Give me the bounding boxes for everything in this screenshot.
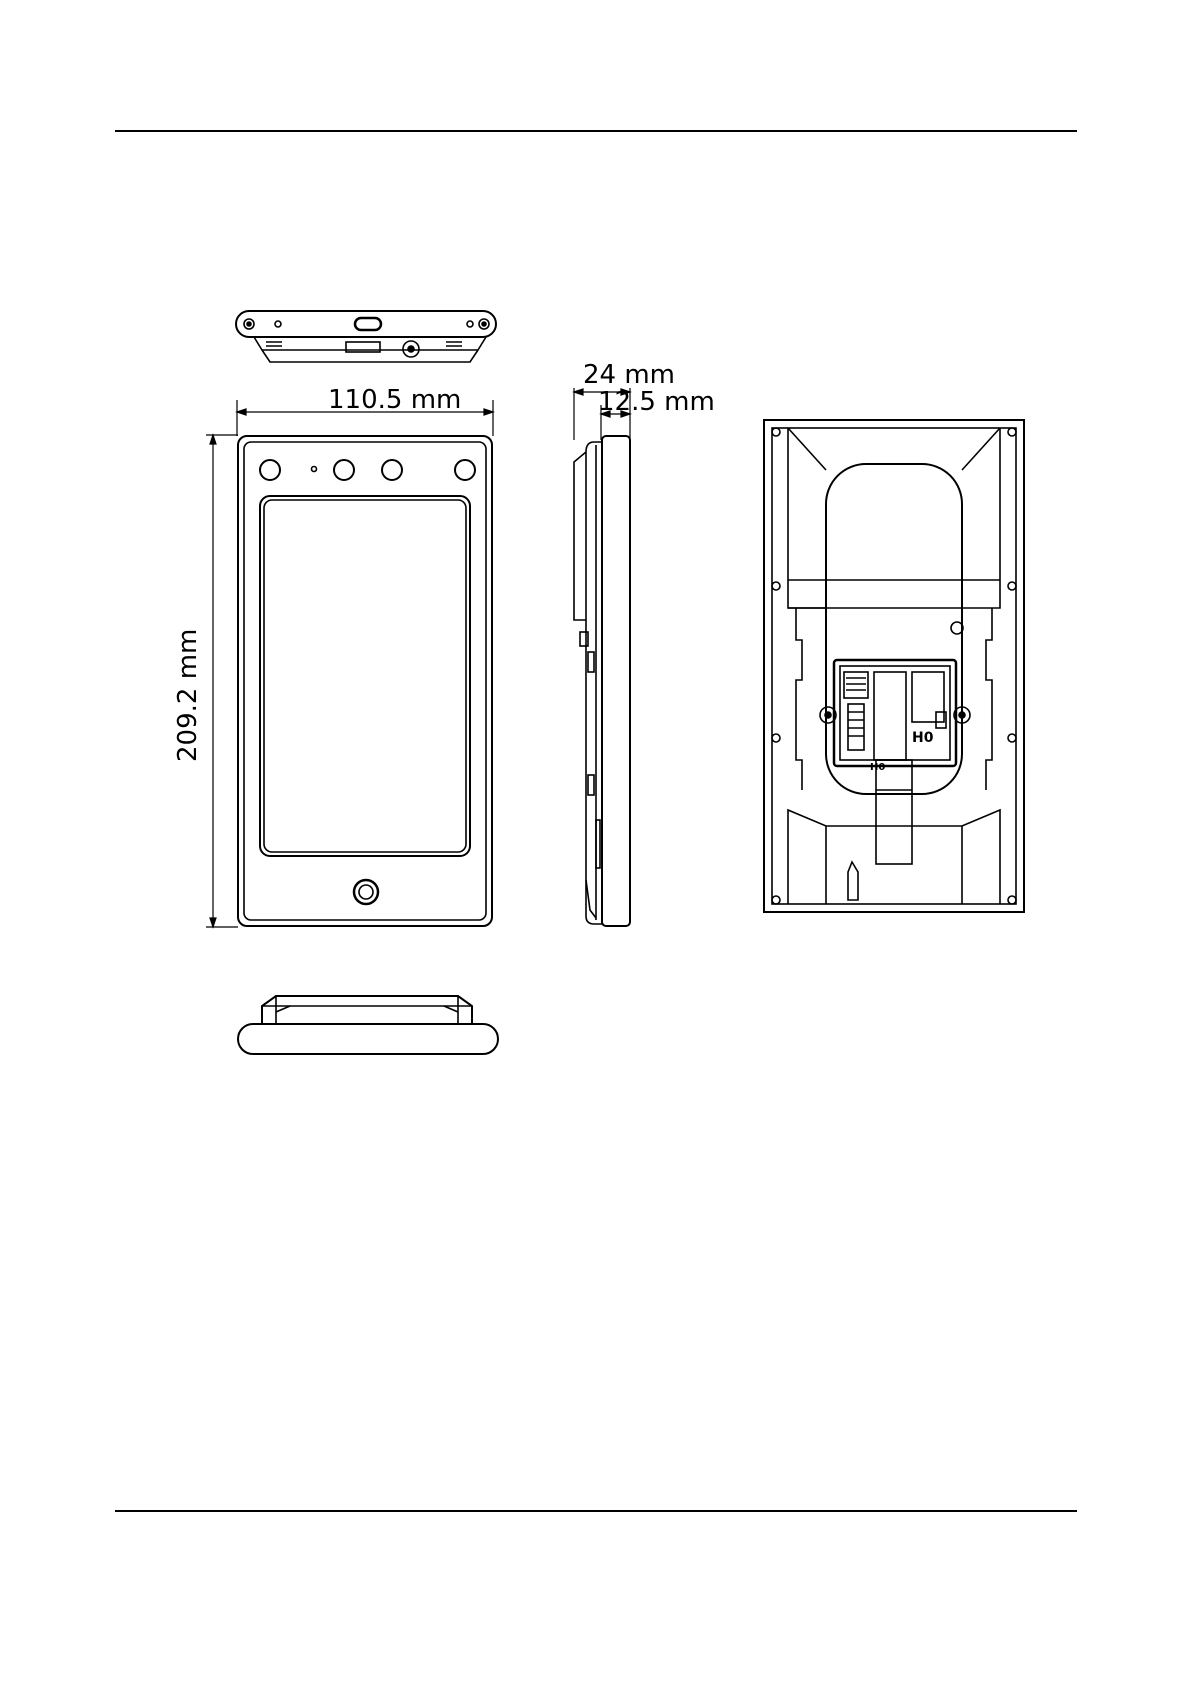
top-view	[236, 311, 496, 362]
port-label-b: H0	[870, 762, 885, 773]
front-view	[238, 436, 492, 926]
bottom-view	[238, 996, 498, 1054]
camera-lens-4	[455, 460, 475, 480]
depth-part-label: 12.5 mm	[598, 387, 715, 417]
depth-total-label: 24 mm	[583, 360, 675, 390]
indicator-dot	[312, 467, 317, 472]
side-view	[574, 436, 630, 926]
camera-lens-2	[334, 460, 354, 480]
rear-view	[764, 420, 1024, 912]
height-dimension	[206, 435, 238, 927]
camera-lens-3	[382, 460, 402, 480]
fingerprint-button	[354, 880, 378, 904]
camera-lens-1	[260, 460, 280, 480]
width-label: 110.5 mm	[328, 385, 461, 415]
port-label-a: H0	[912, 730, 934, 746]
height-label: 209.2 mm	[173, 629, 203, 762]
